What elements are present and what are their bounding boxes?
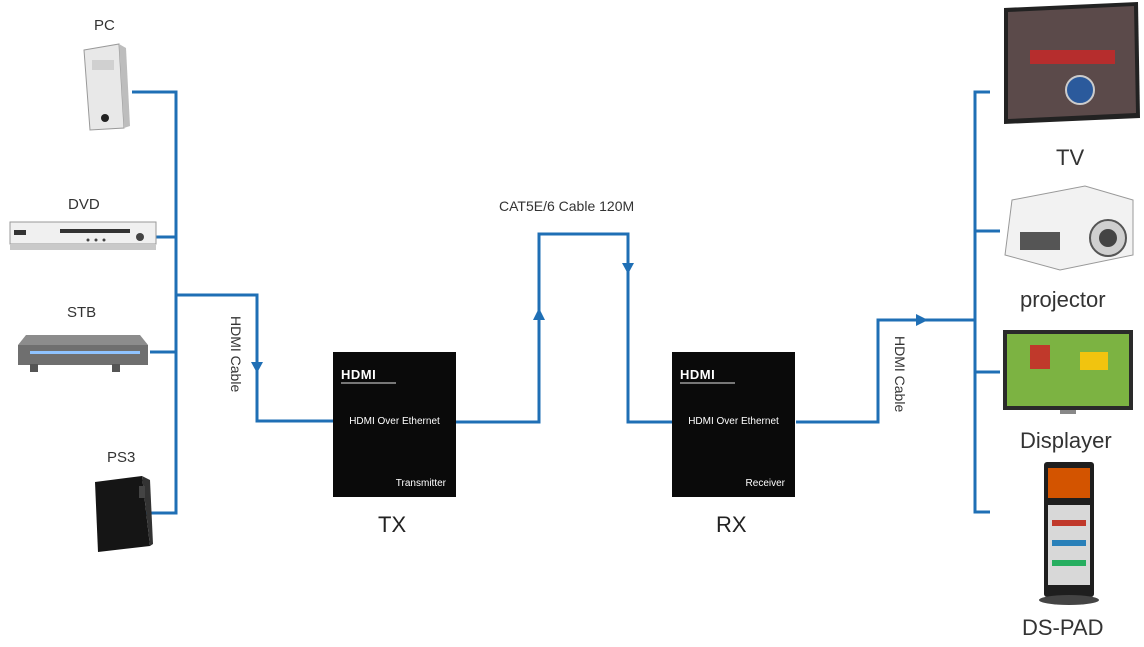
monitor-icon	[1003, 330, 1133, 414]
input-cable-label: HDMI Cable	[228, 316, 244, 393]
link-cable-label: CAT5E/6 Cable 120M	[499, 198, 635, 214]
rx-title: HDMI Over Ethernet	[688, 416, 779, 427]
rx-receiver-unit: HDMI HDMI Over Ethernet Receiver	[672, 352, 795, 497]
tx-title: HDMI Over Ethernet	[349, 416, 440, 427]
source-bus-line	[132, 90, 178, 515]
rx-footer: Receiver	[745, 478, 785, 489]
ps3-console-icon	[95, 476, 153, 552]
pc-tower-icon	[83, 43, 130, 131]
arrow-up-icon	[533, 308, 545, 320]
cat-cable-line	[456, 232, 672, 424]
tx-footer: Transmitter	[395, 478, 446, 489]
destination-label-ds-pad: DS-PAD	[1022, 615, 1104, 640]
projector-icon	[1004, 185, 1134, 271]
destination-label-tv: TV	[1056, 145, 1085, 170]
tx-label: TX	[378, 512, 407, 537]
dvd-player-icon	[9, 221, 157, 250]
tx-transmitter-unit: HDMI HDMI Over Ethernet Transmitter	[333, 352, 456, 497]
hdmi-logo-underline	[341, 382, 396, 384]
source-label-ps3: PS3	[107, 449, 136, 466]
source-label-pc: PC	[94, 17, 115, 34]
hdmi-input-cable-line	[176, 293, 333, 423]
destination-label-projector: projector	[1020, 287, 1106, 312]
destination-bus-line	[973, 90, 990, 514]
tv-icon	[1004, 2, 1140, 124]
arrow-right-icon	[916, 314, 928, 326]
arrow-down-icon	[622, 263, 634, 274]
source-label-dvd: DVD	[68, 196, 100, 213]
digital-signage-kiosk-icon	[1039, 462, 1099, 605]
set-top-box-icon	[18, 335, 148, 372]
hdmi-logo: HDMI	[341, 367, 377, 382]
destination-label-displayer: Displayer	[1020, 428, 1112, 453]
hdmi-logo: HDMI	[680, 367, 716, 382]
source-label-stb: STB	[67, 304, 97, 321]
arrow-down-icon	[251, 362, 263, 373]
hdmi-logo-underline	[680, 382, 735, 384]
output-cable-label: HDMI Cable	[892, 336, 908, 413]
rx-label: RX	[716, 512, 747, 537]
